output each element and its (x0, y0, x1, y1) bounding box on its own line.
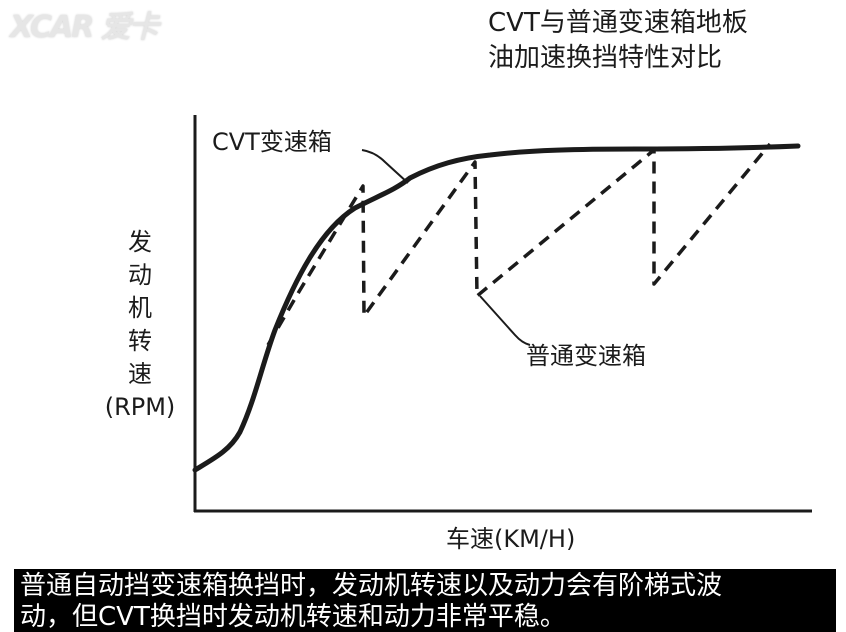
caption-line-2: 动，但CVT换挡时发动机转速和动力非常平稳。 (20, 602, 566, 632)
title-line-1: CVT与普通变速箱地板 (488, 8, 748, 38)
y-axis-char: 动 (128, 261, 152, 289)
normal-gearbox-curve (266, 142, 772, 346)
brand-watermark: XCAR 爱卡 (10, 10, 159, 45)
diagram-title: CVT与普通变速箱地板 油加速换挡特性对比 (488, 6, 828, 76)
normal-leader-line (479, 295, 531, 346)
caption-banner: 普通自动挡变速箱换挡时，发动机转速以及动力会有阶梯式波 动，但CVT换挡时发动机… (14, 569, 836, 632)
caption-line-1: 普通自动挡变速箱换挡时，发动机转速以及动力会有阶梯式波 (20, 571, 723, 601)
cvt-curve-label: CVT变速箱 (212, 128, 332, 156)
y-axis-char: 速 (128, 360, 152, 388)
cvt-gearbox-curve (192, 143, 801, 473)
y-axis-label: 发 动 机 转 速 (RPM) (96, 226, 184, 424)
y-axis-title: 发 动 机 转 速 (96, 226, 184, 391)
y-axis-char: 机 (128, 294, 152, 322)
y-axis-char: 发 (128, 228, 152, 256)
title-line-2: 油加速换挡特性对比 (488, 43, 723, 73)
y-axis-unit: (RPM) (104, 393, 176, 421)
y-axis-char: 转 (128, 327, 152, 355)
cvt-leader-line (361, 149, 409, 184)
normal-curve-label: 普通变速箱 (526, 342, 646, 370)
x-axis-label: 车速(KM/H) (446, 525, 576, 553)
